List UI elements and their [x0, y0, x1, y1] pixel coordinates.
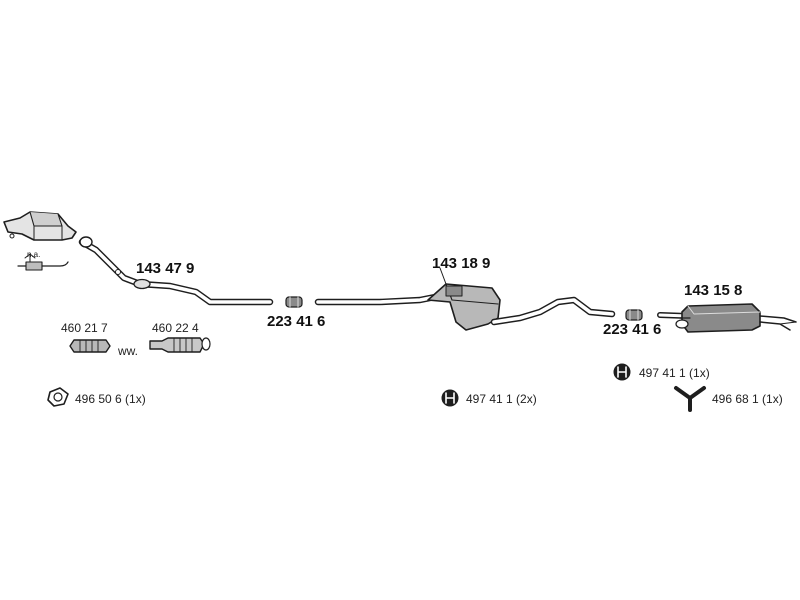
oxygen-sensor-icon: [17, 253, 69, 271]
front-pipe-part: [78, 236, 274, 306]
flex-pipe-b-label: 460 22 4: [152, 321, 199, 335]
hanger-rear-label: 497 41 1 (1x): [639, 366, 710, 380]
clamp-front-part: [285, 296, 303, 308]
catalytic-converter-icon: [3, 211, 77, 241]
flex-pipe-a-label: 460 21 7: [61, 321, 108, 335]
gasket-ring-icon: [47, 387, 69, 407]
flex-pipe-icon-long: [149, 337, 211, 353]
tail-connecting-pipe-part: [490, 296, 616, 326]
clamp-front-label: 223 41 6: [267, 313, 326, 330]
mount-rear-label: 496 68 1 (1x): [712, 392, 783, 406]
front-pipe-label: 143 47 9: [136, 260, 195, 277]
clamp-rear-label: 223 41 6: [603, 321, 662, 338]
clamp-rear-part: [625, 309, 643, 321]
rear-silencer-label: 143 15 8: [684, 282, 743, 299]
y-mount-icon: [674, 386, 706, 412]
intermediate-pipe-part: [314, 292, 444, 306]
rubber-hanger-icon: [441, 389, 459, 407]
middle-silencer-label: 143 18 9: [432, 255, 491, 272]
flex-pipe-icon: [69, 339, 111, 353]
rubber-hanger-icon-rear: [613, 363, 631, 381]
middle-silencer-part: [427, 267, 501, 331]
sensor-note-label: n.a.: [27, 250, 41, 259]
flex-alternative-label: ww.: [118, 344, 139, 358]
gasket-label: 496 50 6 (1x): [75, 392, 146, 406]
rear-silencer-part: [657, 303, 797, 333]
hanger-mid-label: 497 41 1 (2x): [466, 392, 537, 406]
